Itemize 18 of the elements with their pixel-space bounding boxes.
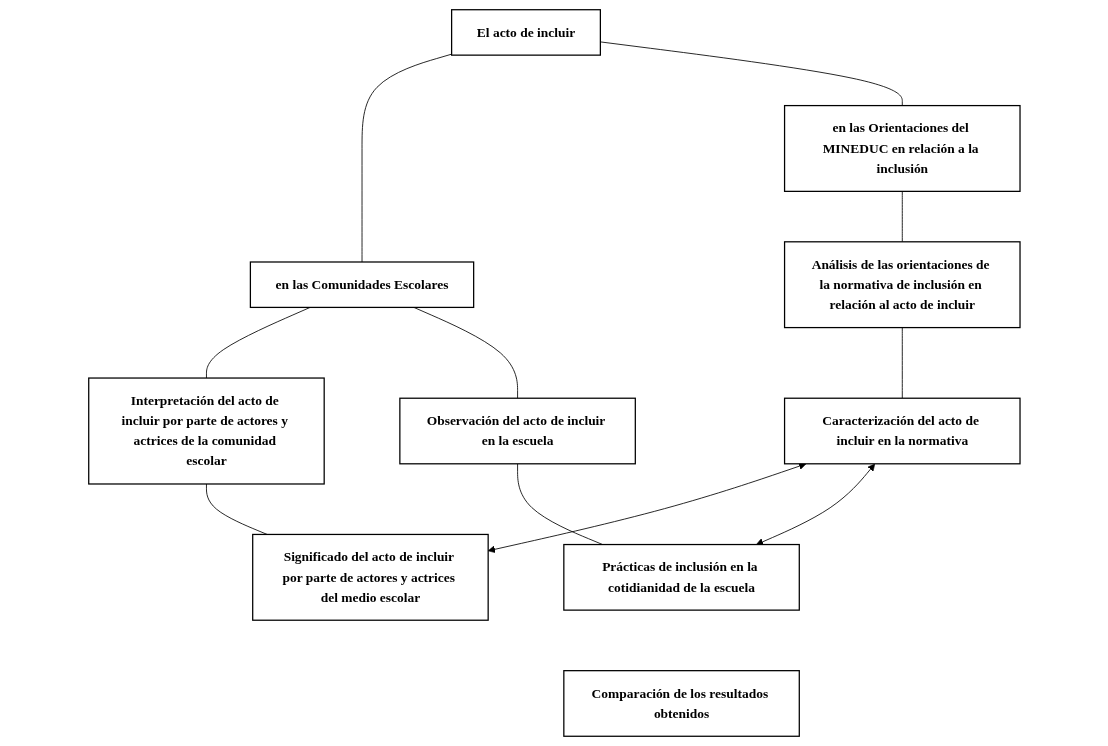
node-box: Significado del acto de incluir por parte de actores y actrices del medio escolar bbox=[251, 533, 489, 621]
connector bbox=[413, 306, 518, 399]
node-box: El acto de incluir bbox=[450, 9, 601, 56]
node-box: en las Orientaciones del MINEDUC en relación a la inclusión bbox=[783, 104, 1021, 192]
connector bbox=[901, 327, 903, 399]
connector bbox=[205, 306, 311, 379]
connector bbox=[361, 53, 452, 263]
node-box: Caracterización del acto de incluir en la normativa bbox=[783, 397, 1021, 465]
node-box: Interpretación del acto de incluir por parte de actores y actrices de la comunidad escolar bbox=[87, 377, 325, 485]
node-box: Prácticas de inclusión en la cotidianidad de la escuela bbox=[562, 543, 800, 611]
connector bbox=[599, 41, 903, 106]
connector bbox=[205, 483, 268, 535]
node-box: Análisis de las orientaciones de la normativa de inclusión en relación al acto de incluir bbox=[783, 241, 1021, 329]
connector bbox=[516, 463, 603, 545]
node-box: Comparación de los resultados obtenidos bbox=[562, 670, 800, 737]
node-box: Observación del acto de incluir en la escuela bbox=[398, 397, 636, 465]
connector bbox=[901, 190, 903, 243]
node-box: en las Comunidades Escolares bbox=[249, 261, 474, 309]
